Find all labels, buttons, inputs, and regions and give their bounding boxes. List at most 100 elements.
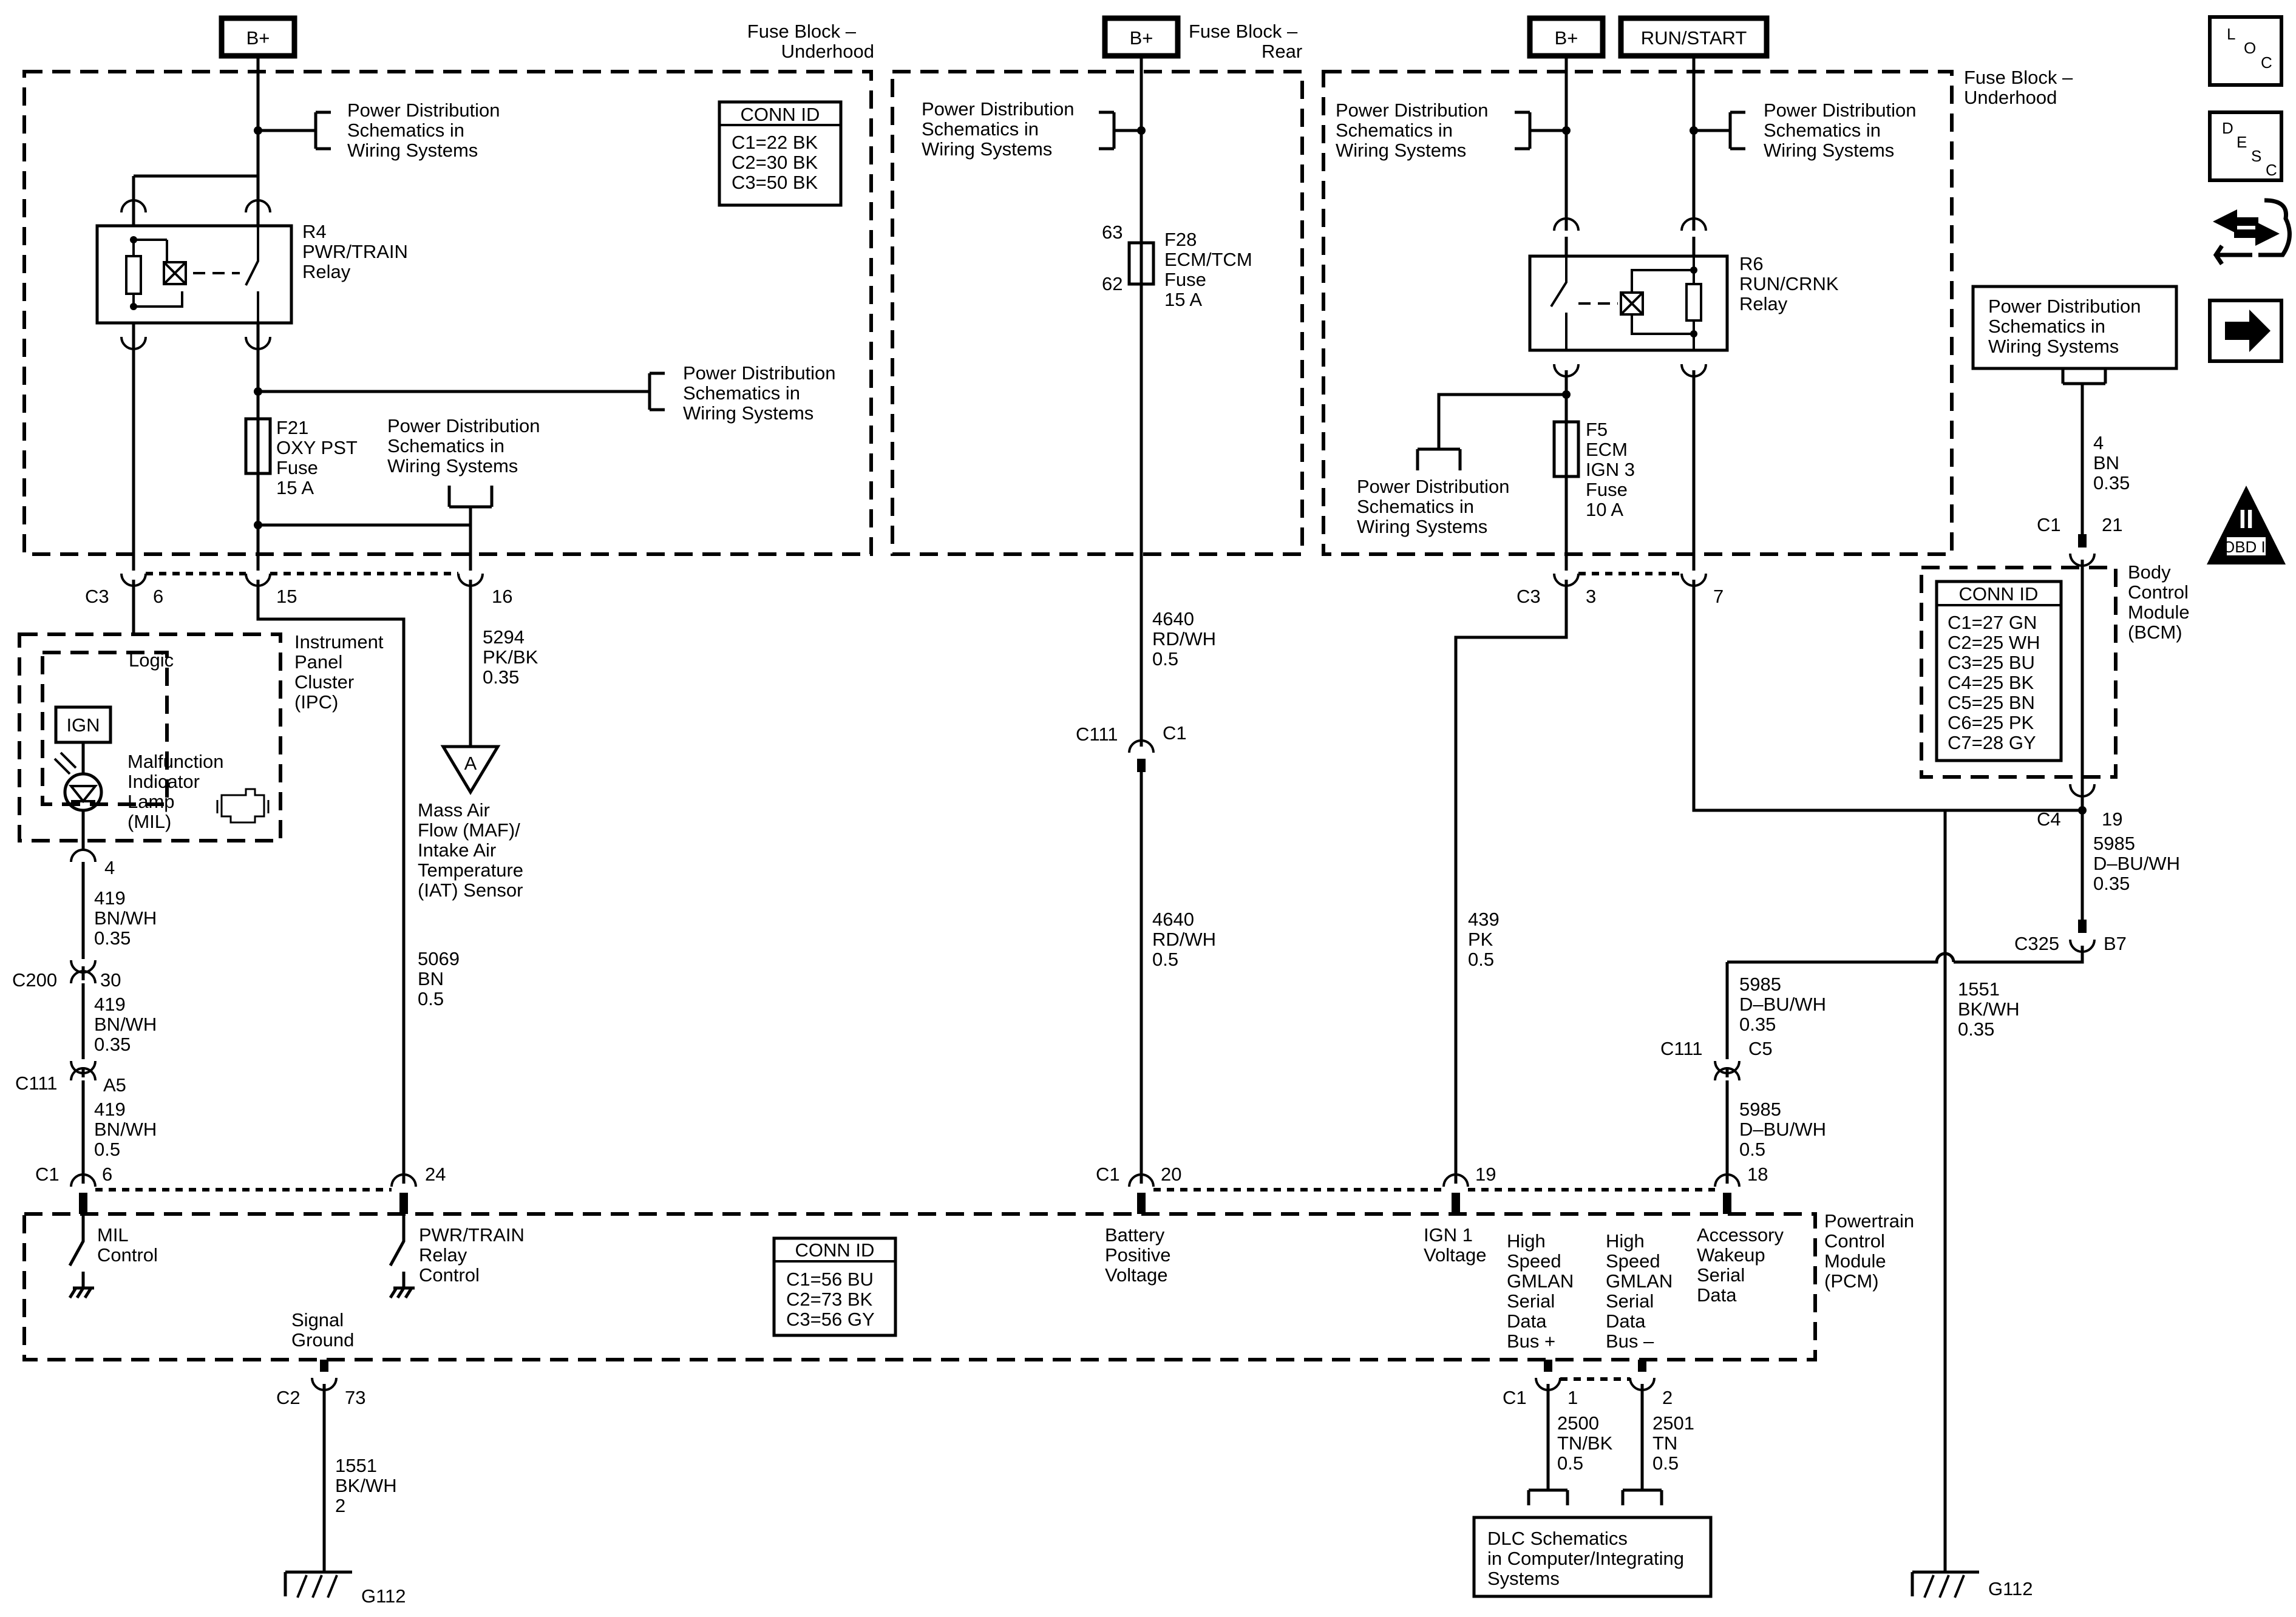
- svg-text:(PCM): (PCM): [1824, 1270, 1879, 1292]
- svg-text:Flow (MAF)/: Flow (MAF)/: [418, 819, 520, 841]
- obd-ii-icon: OBD II II: [2207, 486, 2286, 564]
- svg-text:(IPC): (IPC): [294, 691, 338, 713]
- svg-text:0.5: 0.5: [1468, 949, 1494, 970]
- svg-text:BN/WH: BN/WH: [94, 1014, 157, 1035]
- svg-text:F28: F28: [1164, 229, 1197, 250]
- pcm-pin-6: 6: [102, 1164, 112, 1185]
- c325-pin-b7: B7: [2104, 933, 2127, 954]
- svg-text:Power Distribution: Power Distribution: [347, 100, 500, 121]
- svg-text:RD/WH: RD/WH: [1152, 628, 1216, 649]
- svg-text:MIL: MIL: [97, 1224, 129, 1246]
- bcm-pin-21: 21: [2102, 514, 2122, 535]
- next-arrow-icon[interactable]: [2208, 299, 2283, 363]
- svg-text:Serial: Serial: [1606, 1290, 1654, 1312]
- pds-ref-right-low: Power Distribution Schematics in Wiring …: [1357, 476, 1510, 537]
- svg-text:2501: 2501: [1652, 1412, 1694, 1434]
- svg-text:0.35: 0.35: [2093, 472, 2130, 493]
- svg-text:PWR/TRAIN: PWR/TRAIN: [419, 1224, 525, 1246]
- svg-text:C6=25 PK: C6=25 PK: [1948, 712, 2034, 733]
- svg-text:C1=56 BU: C1=56 BU: [786, 1269, 874, 1290]
- svg-text:Lamp: Lamp: [127, 791, 175, 812]
- svg-text:Control: Control: [1824, 1230, 1885, 1252]
- svg-text:0.35: 0.35: [483, 666, 519, 688]
- svg-text:Schematics in: Schematics in: [1988, 316, 2105, 337]
- ipc-outline: [18, 632, 282, 842]
- svg-text:Data: Data: [1507, 1310, 1547, 1332]
- wire-419-a: 419 BN/WH 0.35: [94, 887, 157, 949]
- pcm-outline: [22, 1212, 1817, 1361]
- svg-text:Speed: Speed: [1507, 1250, 1561, 1272]
- pds-ref-bcm: Power Distribution Schematics in Wiring …: [1971, 285, 2178, 370]
- svg-text:Control: Control: [419, 1264, 480, 1286]
- svg-text:15 A: 15 A: [276, 477, 314, 498]
- svg-text:TN: TN: [1652, 1432, 1677, 1454]
- svg-text:0.35: 0.35: [1739, 1014, 1776, 1035]
- pcm-accessory-label: Accessory Wakeup Serial Data: [1697, 1224, 1784, 1306]
- svg-text:B+: B+: [1130, 27, 1153, 49]
- wire-4640-b: 4640 RD/WH 0.5: [1152, 909, 1216, 970]
- c3-pin-7: 7: [1713, 586, 1724, 607]
- svg-text:C1=27 GN: C1=27 GN: [1948, 612, 2037, 633]
- bcm-c4-label: C4: [2037, 808, 2061, 830]
- pcm-c1-left: C1: [35, 1164, 59, 1185]
- svg-text:Speed: Speed: [1606, 1250, 1660, 1272]
- svg-text:Power Distribution: Power Distribution: [1988, 296, 2141, 317]
- svg-text:CONN ID: CONN ID: [1959, 583, 2039, 605]
- c111-pin-c5: C5: [1748, 1038, 1773, 1059]
- svg-text:Data: Data: [1606, 1310, 1646, 1332]
- pcm-pin-19: 19: [1475, 1164, 1496, 1185]
- svg-text:Indicator: Indicator: [127, 771, 200, 792]
- svg-text:Power Distribution: Power Distribution: [683, 362, 836, 384]
- connector-tools-icon[interactable]: [2213, 198, 2292, 265]
- ground-left-icon: [284, 1570, 352, 1598]
- pcm-pin-2: 2: [1662, 1387, 1673, 1408]
- b-plus-left: B+: [219, 15, 297, 59]
- r6-relay: [1528, 254, 1729, 352]
- svg-text:C2=30 BK: C2=30 BK: [732, 152, 818, 173]
- c111-pin-a5: A5: [103, 1074, 126, 1096]
- svg-text:0.35: 0.35: [94, 1034, 131, 1055]
- c3-right-label: C3: [1517, 586, 1541, 607]
- svg-text:439: 439: [1468, 909, 1500, 930]
- wire-5069: 5069 BN 0.5: [418, 948, 460, 1009]
- svg-text:10 A: 10 A: [1586, 499, 1623, 520]
- desc-icon[interactable]: D E S C: [2208, 110, 2283, 182]
- ground-right-icon: [1911, 1570, 1979, 1598]
- svg-text:Schematics in: Schematics in: [1764, 120, 1881, 141]
- svg-text:RUN/CRNK: RUN/CRNK: [1739, 273, 1839, 294]
- c111-mid-pin: C1: [1163, 722, 1187, 744]
- loc-icon[interactable]: L O C: [2208, 15, 2283, 87]
- fuse-block-rear-label-1: Fuse Block –: [1189, 21, 1298, 42]
- svg-text:D: D: [2222, 119, 2233, 137]
- svg-text:Schematics in: Schematics in: [683, 382, 800, 404]
- svg-text:CONN ID: CONN ID: [795, 1239, 875, 1261]
- svg-text:F5: F5: [1586, 419, 1608, 440]
- fuse-block-left-label-1: Fuse Block –: [747, 21, 857, 42]
- r4-label: R4 PWR/TRAIN Relay: [302, 221, 408, 282]
- svg-text:Power Distribution: Power Distribution: [387, 415, 540, 436]
- svg-text:C2=25 WH: C2=25 WH: [1948, 632, 2040, 653]
- pds-ref-left-low: Power Distribution Schematics in Wiring …: [387, 415, 540, 476]
- svg-text:ECM/TCM: ECM/TCM: [1164, 249, 1252, 270]
- svg-text:in Computer/Integrating: in Computer/Integrating: [1487, 1548, 1684, 1569]
- svg-text:D–BU/WH: D–BU/WH: [2093, 853, 2180, 874]
- c3-left-label: C3: [85, 586, 109, 607]
- pcm-c1-bottom: C1: [1503, 1387, 1527, 1408]
- wire-439: 439 PK 0.5: [1468, 909, 1500, 970]
- svg-text:Temperature: Temperature: [418, 859, 523, 881]
- pds-ref-left-mid: Power Distribution Schematics in Wiring …: [683, 362, 836, 424]
- svg-text:Ground: Ground: [291, 1329, 354, 1351]
- svg-text:Wakeup: Wakeup: [1697, 1244, 1765, 1266]
- svg-text:(IAT) Sensor: (IAT) Sensor: [418, 880, 523, 901]
- pcm-pin-20: 20: [1161, 1164, 1181, 1185]
- mil-lamp-icon: [63, 772, 103, 812]
- svg-text:Bus +: Bus +: [1507, 1331, 1555, 1352]
- svg-text:5294: 5294: [483, 626, 525, 648]
- fuse-block-underhood-left-outline: [22, 70, 873, 556]
- svg-text:RUN/START: RUN/START: [1641, 27, 1747, 49]
- r6-label: R6 RUN/CRNK Relay: [1739, 253, 1839, 314]
- fuse-block-rear-label-2: Rear: [1262, 41, 1302, 62]
- svg-text:0.35: 0.35: [1958, 1019, 1994, 1040]
- svg-text:IGN: IGN: [66, 714, 100, 736]
- c200-label: C200: [12, 969, 57, 991]
